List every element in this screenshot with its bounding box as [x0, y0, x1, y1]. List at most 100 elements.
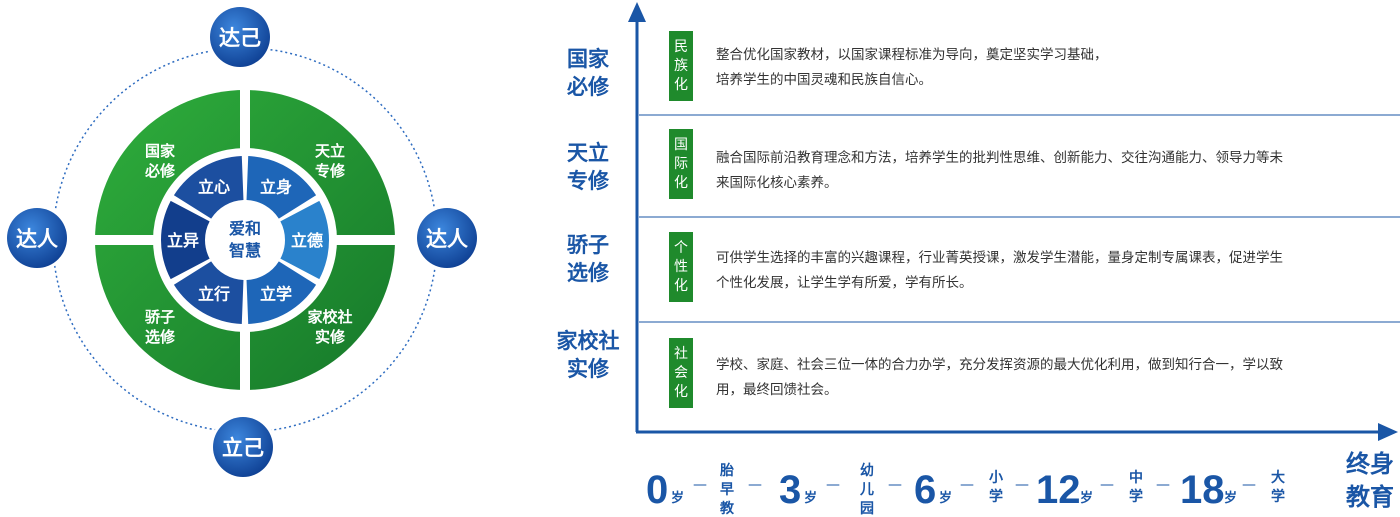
row-tag-box — [669, 338, 693, 408]
horizontal-axis-arrow-icon — [1378, 423, 1398, 441]
svg-text:达人: 达人 — [16, 227, 58, 251]
sector-liyi — [161, 200, 210, 280]
vertical-axis-arrow-icon — [628, 2, 646, 22]
stage-middle-2: 学 — [1129, 488, 1143, 505]
svg-text:个: 个 — [674, 240, 688, 256]
row-desc-line2: 用，最终回馈社会。 — [716, 382, 838, 398]
sector-label-tianli-1: 天立 — [315, 142, 345, 160]
row-title-line1: 家校社 — [557, 329, 620, 353]
row-desc-line2: 来国际化核心素养。 — [716, 175, 838, 191]
sector-lixing — [173, 261, 244, 324]
sector-lixin-label: 立心 — [198, 177, 230, 196]
stage-university-1: 大 — [1271, 469, 1285, 486]
sector-lishen — [246, 156, 317, 219]
age-unit: 岁 — [671, 490, 684, 506]
row-tag-box — [669, 129, 693, 199]
row-desc-line1: 学校、家庭、社会三位一体的合力办学，充分发挥资源的最大优化利用，做到知行合一，学… — [716, 356, 1283, 373]
age-unit: 岁 — [1224, 490, 1237, 506]
lifelong-education-line1: 终身 — [1346, 450, 1394, 478]
row-title-line1: 骄子 — [567, 233, 609, 257]
svg-text:达人: 达人 — [426, 227, 468, 251]
stage-kindergarten-2: 儿 — [859, 482, 874, 498]
badge-right: 达人 — [414, 205, 480, 271]
svg-text:会: 会 — [674, 365, 688, 381]
svg-text:社: 社 — [674, 346, 688, 362]
stage-primary-1: 小 — [989, 470, 1003, 486]
age-18: 18 — [1180, 468, 1225, 512]
age-3: 3 — [779, 468, 801, 512]
row-elective: 骄子 选修 个 性 化 可供学生选择的丰富的兴趣课程，行业菁英授课，激发学生潜能… — [567, 232, 1283, 302]
svg-text:化: 化 — [674, 384, 688, 400]
sector-lixing-label: 立行 — [198, 285, 230, 304]
row-desc-line1: 融合国际前沿教育理念和方法，培养学生的批判性思维、创新能力、交往沟通能力、领导力… — [716, 149, 1283, 166]
timeline-dash: — — [826, 477, 840, 493]
lifelong-education-line2: 教育 — [1346, 483, 1394, 511]
timeline-dash: — — [748, 477, 762, 493]
sector-label-national-2: 必修 — [144, 162, 176, 180]
row-tag-box — [669, 31, 693, 101]
sector-label-tianli-2: 专修 — [315, 162, 346, 180]
sector-lixue-label: 立学 — [260, 285, 292, 304]
sector-lixue — [246, 261, 317, 324]
sector-label-national-1: 国家 — [145, 142, 175, 160]
center-white-circle — [208, 203, 282, 277]
sector-label-practice-2: 实修 — [315, 328, 346, 346]
stage-middle-1: 中 — [1129, 469, 1143, 486]
row-desc-line2: 个性化发展，让学生学有所爱，学有所长。 — [716, 275, 973, 291]
timeline-dash: — — [960, 477, 974, 493]
timeline-dash: — — [888, 477, 902, 493]
svg-text:化: 化 — [674, 175, 688, 191]
svg-text:立己: 立己 — [222, 436, 264, 460]
svg-text:达己: 达己 — [219, 26, 261, 50]
center-label-line1: 爱和 — [229, 219, 261, 238]
sector-label-practice-1: 家校社 — [307, 308, 352, 326]
timeline-dash: — — [1015, 477, 1029, 493]
row-title-line2: 必修 — [567, 75, 610, 99]
age-unit: 岁 — [1080, 490, 1093, 506]
row-practice: 家校社 实修 社 会 化 学校、家庭、社会三位一体的合力办学，充分发挥资源的最大… — [557, 329, 1283, 408]
center-label-line2: 智慧 — [229, 241, 261, 260]
badge-bottom: 立己 — [210, 414, 276, 480]
stage-kindergarten-3: 园 — [860, 501, 874, 517]
timeline-dash: — — [1242, 477, 1256, 493]
row-desc-line2: 培养学生的中国灵魂和民族自信心。 — [716, 72, 932, 88]
sector-lide-label: 立德 — [291, 231, 323, 250]
sector-lide — [280, 200, 330, 280]
svg-text:性: 性 — [674, 259, 688, 275]
svg-text:化: 化 — [674, 77, 688, 93]
svg-text:族: 族 — [674, 58, 688, 74]
row-national: 国家 必修 民 族 化 整合优化国家教材，以国家课程标准为导向，奠定坚实学习基础… — [567, 31, 1108, 101]
row-tag-box — [669, 232, 693, 302]
stage-university-2: 学 — [1271, 488, 1285, 505]
svg-text:化: 化 — [674, 278, 688, 294]
age-unit: 岁 — [939, 490, 952, 506]
curriculum-wheel: 立心立身立德立学立行立异 爱和 智慧 国家 必修 天立 专修 骄子 选修 家校社… — [4, 4, 480, 480]
stage-primary-2: 学 — [989, 488, 1003, 505]
svg-text:民: 民 — [674, 39, 688, 55]
age-0: 0 — [646, 468, 668, 512]
row-title-line2: 选修 — [567, 261, 610, 285]
row-title-line1: 国家 — [567, 47, 610, 71]
age-unit: 岁 — [804, 490, 817, 506]
sector-lixin — [173, 156, 244, 219]
sector-lishen-label: 立身 — [260, 177, 292, 196]
badge-left: 达人 — [4, 205, 70, 271]
sector-label-elective-2: 选修 — [145, 328, 176, 346]
age-6: 6 — [914, 468, 936, 512]
age-12: 12 — [1036, 468, 1081, 512]
svg-text:际: 际 — [674, 156, 688, 172]
row-title-line1: 天立 — [567, 141, 609, 165]
stage-prenatal-2: 早 — [720, 482, 734, 498]
sector-liyi-label: 立异 — [167, 231, 199, 250]
timeline-dash: — — [693, 477, 707, 493]
stage-prenatal-3: 教 — [720, 500, 735, 517]
timeline-dash: — — [1100, 477, 1114, 493]
row-desc-line1: 可供学生选择的丰富的兴趣课程，行业菁英授课，激发学生潜能，量身定制专属课表，促进… — [716, 249, 1283, 266]
row-tianli: 天立 专修 国 际 化 融合国际前沿教育理念和方法，培养学生的批判性思维、创新能… — [567, 129, 1283, 199]
stage-kindergarten-1: 幼 — [860, 462, 874, 479]
stage-prenatal-1: 胎 — [720, 462, 734, 479]
row-title-line2: 专修 — [567, 169, 610, 193]
timeline-dash: — — [1156, 477, 1170, 493]
